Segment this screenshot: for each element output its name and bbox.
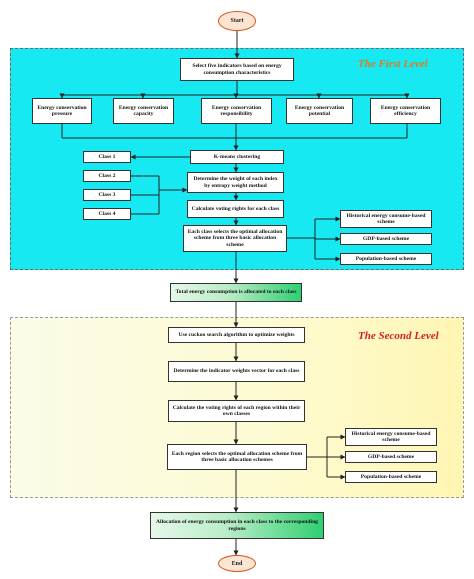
indicator-pressure-box: Energy conservation pressure — [32, 98, 92, 124]
select-indicators-box: Select five indicators based on energy c… — [180, 58, 294, 81]
historical-scheme-box-2: Historical energy consume-based scheme — [345, 428, 437, 446]
population-scheme-box-1: Population-based scheme — [340, 253, 432, 265]
population-scheme-box-2: Population-based scheme — [345, 471, 437, 483]
historical-scheme-box-1: Historical energy consume-based scheme — [340, 210, 432, 228]
class-3-box: Class 3 — [83, 189, 131, 201]
second-level-title: The Second Level — [358, 330, 439, 342]
first-level-title: The First Level — [358, 58, 428, 70]
class-1-box: Class 1 — [83, 151, 131, 163]
end-terminal: End — [218, 555, 256, 572]
indicator-responsibility-box: Energy conservation responsibility — [201, 98, 272, 124]
class-4-box: Class 4 — [83, 208, 131, 220]
cuckoo-search-box: Use cuckoo search algorithm to optimize … — [168, 327, 305, 343]
gdp-scheme-box-1: GDP-based scheme — [340, 233, 432, 245]
start-terminal: Start — [218, 11, 256, 31]
gdp-scheme-box-2: GDP-based scheme — [345, 451, 437, 463]
indicator-potential-box: Energy conservation potential — [286, 98, 353, 124]
region-optimal-scheme-box: Each region selects the optimal allocati… — [167, 444, 307, 470]
indicator-efficiency-box: Energy conservation efficiency — [370, 98, 441, 124]
region-voting-box: Calculate the voting rights of each regi… — [168, 400, 305, 422]
class-2-box: Class 2 — [83, 170, 131, 182]
indicator-capacity-box: Energy conservation capacity — [113, 98, 174, 124]
class-optimal-scheme-box: Each class selects the optimal allocatio… — [183, 225, 287, 252]
kmeans-clustering-box: K-means clustering — [190, 150, 284, 164]
weights-vector-box: Determine the indicator weights vector f… — [168, 361, 305, 382]
total-allocation-box: Total energy consumption is allocated to… — [170, 283, 302, 302]
entropy-weight-box: Determine the weight of each index by en… — [187, 172, 284, 193]
voting-rights-class-box: Calculate voting rights for each class — [187, 200, 284, 218]
final-allocation-box: Allocation of energy consumption in each… — [150, 512, 324, 539]
